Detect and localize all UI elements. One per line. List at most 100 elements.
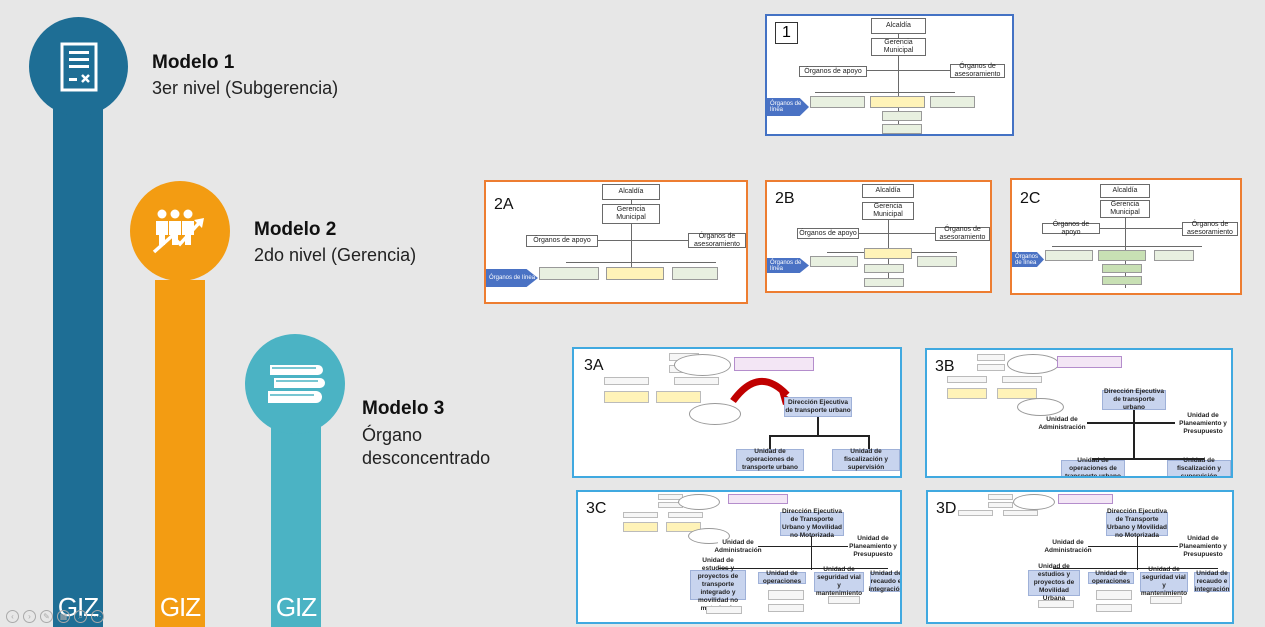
thumbnail-2c[interactable]: 2C Alcaldía Gerencia Municipal Órganos d… <box>1010 178 1242 295</box>
org-mini-box <box>1045 250 1093 261</box>
org-mini-box <box>864 248 912 259</box>
zoom-icon[interactable]: ⌕ <box>74 610 87 623</box>
org-box-gerencia: Gerencia Municipal <box>871 38 926 56</box>
org3-operaciones-short: Unidad de operaciones <box>758 570 806 585</box>
giz-logo-2: GIZ <box>159 592 201 622</box>
org3-estudios: Unidad de estudios y proyectos de transp… <box>690 557 746 612</box>
model-1-circle <box>29 17 128 116</box>
org-mini-box <box>1102 276 1142 285</box>
thumbnail-label: 3B <box>935 358 955 375</box>
org-mini-box <box>810 96 865 108</box>
org3-operaciones-short: Unidad de operaciones <box>1088 570 1134 585</box>
org3-planeamiento: Unidad de Planeamiento y Presupuesto <box>848 535 898 558</box>
thumbnail-label: 2C <box>1020 190 1041 207</box>
org3-seguridad: Unidad de seguridad vial y mantenimiento <box>814 566 864 597</box>
thumbnail-label: 2B <box>775 190 795 207</box>
more-icon[interactable]: ⋯ <box>91 610 104 623</box>
thumbnail-label: 3A <box>584 357 604 374</box>
thumbnail-3d[interactable]: 3D Dirección Ejecutiva de Transporte Urb… <box>926 490 1234 624</box>
org3-administracion: Unidad de Administración <box>714 539 762 554</box>
org-mini-box <box>1102 264 1142 273</box>
org-mini-box <box>606 267 664 280</box>
org3-planeamiento: Unidad de Planeamiento y Presupuesto <box>1178 535 1228 558</box>
org3-seguridad: Unidad de seguridad vial y mantenimiento <box>1140 566 1188 597</box>
org-arrow-linea: Órganos de línea <box>767 98 809 116</box>
previous-icon[interactable]: ‹ <box>6 610 19 623</box>
org-mini-box <box>870 96 925 108</box>
org-mini-box <box>917 256 957 267</box>
model-3-subtitle-line1: Órgano <box>362 425 423 445</box>
model-2-circle <box>130 181 230 281</box>
org3-recaudo: Unidad de recaudo e integración <box>868 570 902 593</box>
model-1-title: Modelo 1 <box>152 52 235 73</box>
org-mini-box <box>864 264 904 273</box>
org3-estudios: Unidad de estudios y proyectos de Movili… <box>1028 563 1080 602</box>
org-mini-box <box>930 96 975 108</box>
model-3-circle <box>245 334 345 434</box>
thumbnail-label: 2A <box>494 196 514 213</box>
org-mini-box <box>1098 250 1146 261</box>
org3-fiscalizacion: Unidad de fiscalización y supervisión <box>1167 457 1231 476</box>
org-box-apoyo: Órganos de apoyo <box>797 228 859 239</box>
model-1-stem <box>53 100 103 627</box>
giz-logo-3: GIZ <box>275 592 317 622</box>
org-mini-box <box>672 267 718 280</box>
org-arrow-linea: Órganos de línea <box>767 258 809 273</box>
thumbnail-2a[interactable]: 2A Alcaldía Gerencia Municipal Órganos d… <box>484 180 748 304</box>
org-box-alcaldia: Alcaldía <box>871 18 926 34</box>
document-icon <box>60 42 97 91</box>
org-arrow-linea: Órganos de línea <box>486 269 538 287</box>
model-1-subtitle: 3er nivel (Subgerencia) <box>152 78 339 98</box>
org3-administracion: Unidad de Administración <box>1044 539 1092 554</box>
org-box-asesoramiento: Órganos de asesoramiento <box>688 233 746 248</box>
org-arrow-linea: Órganos de línea <box>1012 252 1044 267</box>
org3-planeamiento: Unidad de Planeamiento y Presupuesto <box>1175 412 1231 436</box>
org-box-asesoramiento: Órganos de asesoramiento <box>1182 221 1238 236</box>
presenter-controls: ‹ › ✎ ▦ ⌕ ⋯ <box>6 610 104 623</box>
next-icon[interactable]: › <box>23 610 36 623</box>
org-box-asesoramiento: Órganos de asesoramiento <box>935 226 990 241</box>
people-growth-icon <box>152 209 204 254</box>
org-mini-box <box>1154 250 1194 261</box>
org-mini-box <box>882 124 922 134</box>
org-mini-box <box>864 278 904 287</box>
thumbnail-3b[interactable]: 3B Dirección Ejecutiva de transporte urb… <box>925 348 1233 478</box>
books-icon <box>268 365 325 403</box>
org-mini-box <box>810 256 858 267</box>
org-mini-box <box>882 111 922 121</box>
org3-direccion: Dirección Ejecutiva de transporte urbano <box>1102 388 1166 411</box>
model-2-stem <box>155 280 205 627</box>
org-box-asesoramiento: Órganos de asesoramiento <box>950 63 1005 78</box>
thumbnail-label: 3D <box>936 500 957 517</box>
org3-direccion: Dirección Ejecutiva de Transporte Urbano… <box>1106 508 1168 539</box>
org-box-apoyo: Órganos de apoyo <box>1042 221 1100 236</box>
thumbnail-1[interactable]: 1 Alcaldía Gerencia Municipal Órganos de… <box>765 14 1014 136</box>
org3-operaciones: Unidad de operaciones de transporte urba… <box>1061 457 1125 476</box>
org-box-gerencia: Gerencia Municipal <box>862 202 914 220</box>
model-3-title: Modelo 3 <box>362 398 445 419</box>
thumbnail-label: 1 <box>775 22 798 44</box>
thumbnail-3a[interactable]: 3A Dirección Ejecutiva de transporte urb… <box>572 347 902 478</box>
model-2-title: Modelo 2 <box>254 219 337 240</box>
model-3-subtitle-line2: desconcentrado <box>362 448 491 468</box>
model-2-subtitle: 2do nivel (Gerencia) <box>254 245 417 265</box>
org3-recaudo: Unidad de recaudo e integración <box>1194 570 1230 593</box>
pen-icon[interactable]: ✎ <box>40 610 53 623</box>
model-3-stem <box>271 420 321 627</box>
thumbnail-3c[interactable]: 3C Dirección Ejecutiva de Transporte Urb… <box>576 490 902 624</box>
org-box-apoyo: Órganos de apoyo <box>799 66 867 77</box>
org-box-alcaldia: Alcaldía <box>862 184 914 198</box>
org3-operaciones: Unidad de operaciones de transporte urba… <box>736 448 804 471</box>
grid-icon[interactable]: ▦ <box>57 610 70 623</box>
org3-direccion: Dirección Ejecutiva de transporte urbano <box>784 397 852 417</box>
org3-fiscalizacion: Unidad de fiscalización y supervisión <box>832 448 900 471</box>
org-box-apoyo: Órganos de apoyo <box>526 235 598 247</box>
org-box-alcaldia: Alcaldía <box>1100 184 1150 198</box>
thumbnail-2b[interactable]: 2B Alcaldía Gerencia Municipal Órganos d… <box>765 180 992 293</box>
org-box-gerencia: Gerencia Municipal <box>602 204 660 224</box>
org3-direccion: Dirección Ejecutiva de Transporte Urbano… <box>780 508 844 539</box>
org-mini-box <box>539 267 599 280</box>
org3-administracion: Unidad de Administración <box>1037 416 1087 432</box>
org-box-alcaldia: Alcaldía <box>602 184 660 200</box>
